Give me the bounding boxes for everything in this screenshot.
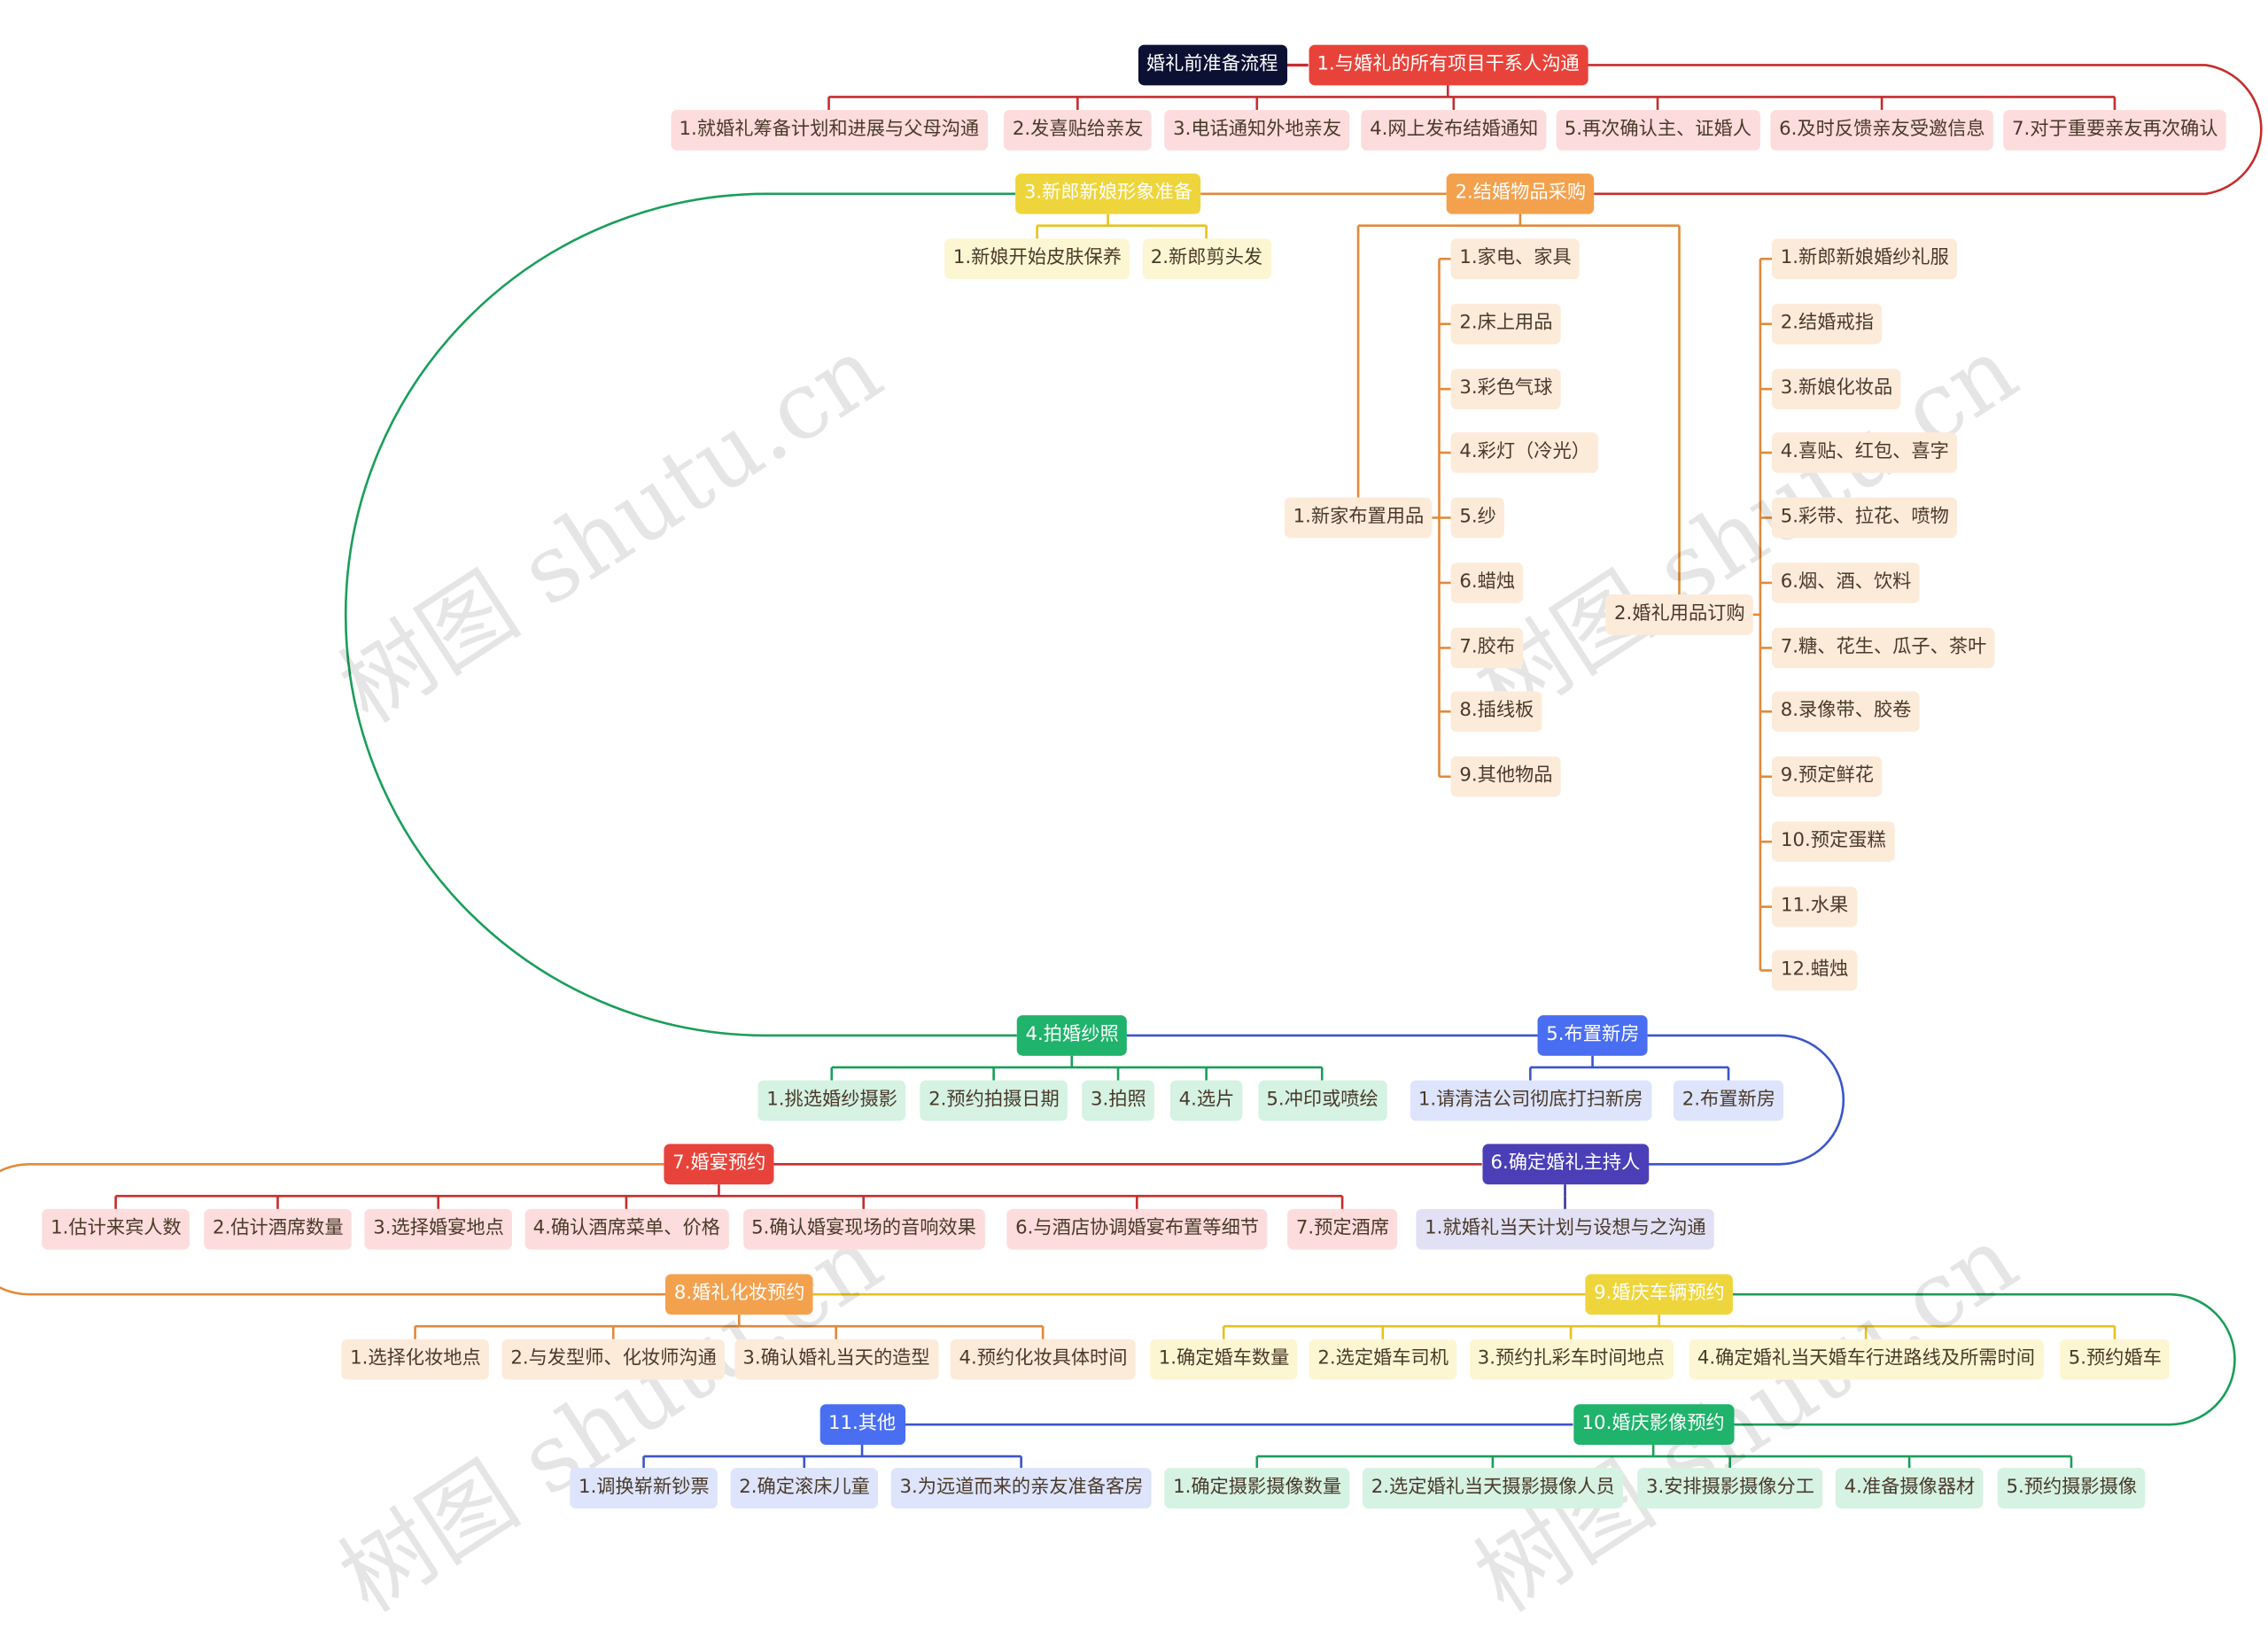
leaf-node[interactable]: 3.彩色气球 <box>1450 369 1561 410</box>
leaf-node[interactable]: 5.纱 <box>1450 497 1504 539</box>
leaf-node[interactable]: 3.选择婚宴地点 <box>364 1208 512 1250</box>
leaf-node[interactable]: 4.选片 <box>1169 1080 1243 1121</box>
connector-line <box>1587 64 2263 196</box>
leaf-node[interactable]: 4.确定婚礼当天婚车行进路线及所需时间 <box>1689 1338 2044 1380</box>
leaf-node[interactable]: 4.彩灯（冷光） <box>1450 432 1599 473</box>
leaf-node[interactable]: 2.发喜贴给亲友 <box>1004 110 1152 151</box>
leaf-node[interactable]: 10.预定蛋糕 <box>1771 821 1895 863</box>
leaf-node[interactable]: 8.插线板 <box>1450 691 1542 733</box>
leaf-node[interactable]: 3.确认婚礼当天的造型 <box>734 1338 938 1380</box>
leaf-node[interactable]: 3.拍照 <box>1082 1080 1154 1121</box>
leaf-node[interactable]: 1.请清洁公司彻底打扫新房 <box>1410 1080 1651 1121</box>
leaf-node[interactable]: 6.蜡烛 <box>1450 562 1524 603</box>
leaf-node[interactable]: 4.网上发布结婚通知 <box>1361 110 1547 151</box>
leaf-node[interactable]: 4.确认酒席菜单、价格 <box>524 1208 729 1250</box>
leaf-node[interactable]: 8.录像带、胶卷 <box>1771 691 1920 733</box>
leaf-node[interactable]: 1.就婚礼当天计划与设想与之沟通 <box>1416 1208 1714 1250</box>
leaf-node[interactable]: 2.选定婚车司机 <box>1309 1338 1457 1380</box>
leaf-node[interactable]: 5.确认婚宴现场的音响效果 <box>742 1208 985 1250</box>
leaf-node[interactable]: 3.新娘化妆品 <box>1771 369 1901 410</box>
leaf-node[interactable]: 3.安排摄影摄像分工 <box>1637 1468 1823 1509</box>
branch-node[interactable]: 5.布置新房 <box>1537 1015 1648 1056</box>
leaf-node[interactable]: 4.准备摄像器材 <box>1835 1468 1984 1509</box>
leaf-node[interactable]: 2.布置新房 <box>1673 1080 1784 1121</box>
leaf-node[interactable]: 5.预约摄影摄像 <box>1997 1468 2146 1509</box>
leaf-node[interactable]: 1.家电、家具 <box>1450 238 1580 280</box>
leaf-node[interactable]: 7.糖、花生、瓜子、茶叶 <box>1771 627 1995 669</box>
leaf-node[interactable]: 6.及时反馈亲友受邀信息 <box>1770 110 1993 151</box>
leaf-node[interactable]: 6.与酒店协调婚宴布置等细节 <box>1006 1208 1268 1250</box>
leaf-node[interactable]: 2.预约拍摄日期 <box>920 1080 1068 1121</box>
leaf-node[interactable]: 2.新郎剪头发 <box>1141 238 1271 280</box>
connector-line <box>1647 1034 1845 1166</box>
leaf-node[interactable]: 9.其他物品 <box>1450 756 1561 797</box>
leaf-node[interactable]: 2.与发型师、化妆师沟通 <box>501 1338 725 1380</box>
group-node[interactable]: 2.婚礼用品订购 <box>1605 594 1753 635</box>
branch-node[interactable]: 3.新郎新娘形象准备 <box>1015 173 1201 214</box>
leaf-node[interactable]: 1.新郎新娘婚纱礼服 <box>1771 238 1957 280</box>
connector-line <box>0 1162 666 1296</box>
leaf-node[interactable]: 1.挑选婚纱摄影 <box>757 1080 906 1121</box>
leaf-node[interactable]: 5.预约婚车 <box>2059 1338 2170 1380</box>
connector-line <box>1732 1292 2236 1426</box>
leaf-node[interactable]: 12.蜡烛 <box>1771 950 1858 991</box>
leaf-node[interactable]: 3.电话通知外地亲友 <box>1164 110 1350 151</box>
connector-lines <box>0 63 2263 1469</box>
leaf-node[interactable]: 1.新娘开始皮肤保养 <box>944 238 1130 280</box>
branch-node[interactable]: 11.其他 <box>819 1404 905 1446</box>
leaf-node[interactable]: 7.预定酒席 <box>1287 1208 1398 1250</box>
branch-node[interactable]: 2.结婚物品采购 <box>1446 173 1595 214</box>
group-node[interactable]: 1.新家布置用品 <box>1284 497 1433 539</box>
leaf-node[interactable]: 3.预约扎彩车时间地点 <box>1468 1338 1674 1380</box>
connector-line <box>344 192 1017 1037</box>
leaf-node[interactable]: 7.对于重要亲友再次确认 <box>2003 110 2226 151</box>
leaf-node[interactable]: 2.估计酒席数量 <box>204 1208 352 1250</box>
leaf-node[interactable]: 5.彩带、拉花、喷物 <box>1771 497 1957 539</box>
leaf-node[interactable]: 6.烟、酒、饮料 <box>1771 562 1920 603</box>
branch-node[interactable]: 1.与婚礼的所有项目干系人沟通 <box>1308 44 1588 86</box>
root-node[interactable]: 婚礼前准备流程 <box>1138 44 1287 86</box>
leaf-node[interactable]: 2.结婚戒指 <box>1771 303 1883 345</box>
leaf-node[interactable]: 1.选择化妆地点 <box>341 1338 489 1380</box>
leaf-node[interactable]: 3.为远道而来的亲友准备客房 <box>890 1468 1152 1509</box>
leaf-node[interactable]: 2.选定婚礼当天摄影摄像人员 <box>1362 1468 1623 1509</box>
leaf-node[interactable]: 11.水果 <box>1771 886 1858 927</box>
branch-node[interactable]: 9.婚庆车辆预约 <box>1585 1274 1733 1315</box>
leaf-node[interactable]: 4.喜贴、红包、喜字 <box>1771 432 1957 473</box>
branch-node[interactable]: 8.婚礼化妆预约 <box>665 1274 813 1315</box>
branch-node[interactable]: 7.婚宴预约 <box>664 1144 774 1185</box>
leaf-node[interactable]: 1.估计来宾人数 <box>42 1208 190 1250</box>
leaf-node[interactable]: 2.确定滚床儿童 <box>730 1468 879 1509</box>
leaf-node[interactable]: 1.确定婚车数量 <box>1149 1338 1298 1380</box>
leaf-node[interactable]: 5.冲印或喷绘 <box>1257 1080 1386 1121</box>
mindmap-canvas: 树图 shutu.cn 树图 shutu.cn 树图 shutu.cn 树图 s… <box>0 44 2263 1633</box>
leaf-node[interactable]: 4.预约化妆具体时间 <box>950 1338 1136 1380</box>
leaf-node[interactable]: 2.床上用品 <box>1450 303 1561 345</box>
branch-node[interactable]: 4.拍婚纱照 <box>1016 1015 1127 1056</box>
branch-node[interactable]: 6.确定婚礼主持人 <box>1481 1144 1649 1185</box>
leaf-node[interactable]: 1.就婚礼筹备计划和进展与父母沟通 <box>670 110 988 151</box>
leaf-node[interactable]: 5.再次确认主、证婚人 <box>1555 110 1760 151</box>
leaf-node[interactable]: 1.调换崭新钞票 <box>570 1468 718 1509</box>
leaf-node[interactable]: 7.胶布 <box>1450 627 1524 669</box>
leaf-node[interactable]: 1.确定摄影摄像数量 <box>1164 1468 1350 1509</box>
leaf-node[interactable]: 9.预定鲜花 <box>1771 756 1883 797</box>
branch-node[interactable]: 10.婚庆影像预约 <box>1573 1404 1734 1446</box>
